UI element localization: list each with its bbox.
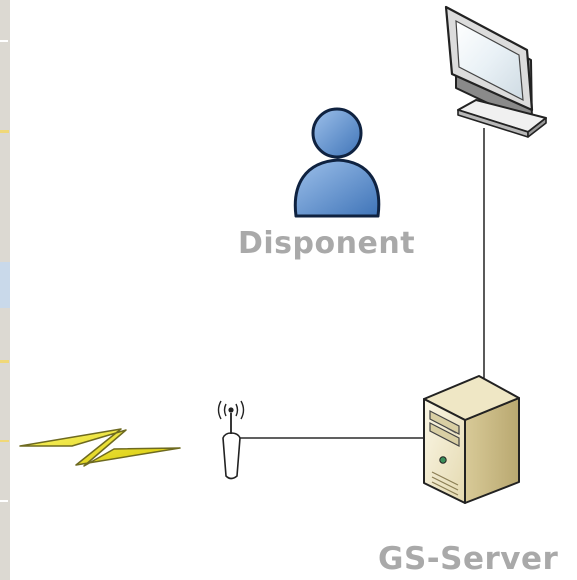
dispatcher-label: Disponent bbox=[238, 226, 416, 261]
server-tower-icon bbox=[423, 375, 520, 504]
antenna-icon bbox=[217, 400, 245, 480]
map-strip bbox=[0, 0, 10, 580]
person-icon bbox=[293, 107, 381, 218]
server-label: GS-Server bbox=[378, 541, 559, 577]
monitor-icon bbox=[444, 5, 547, 138]
lightning-bolt-icon bbox=[19, 428, 181, 467]
